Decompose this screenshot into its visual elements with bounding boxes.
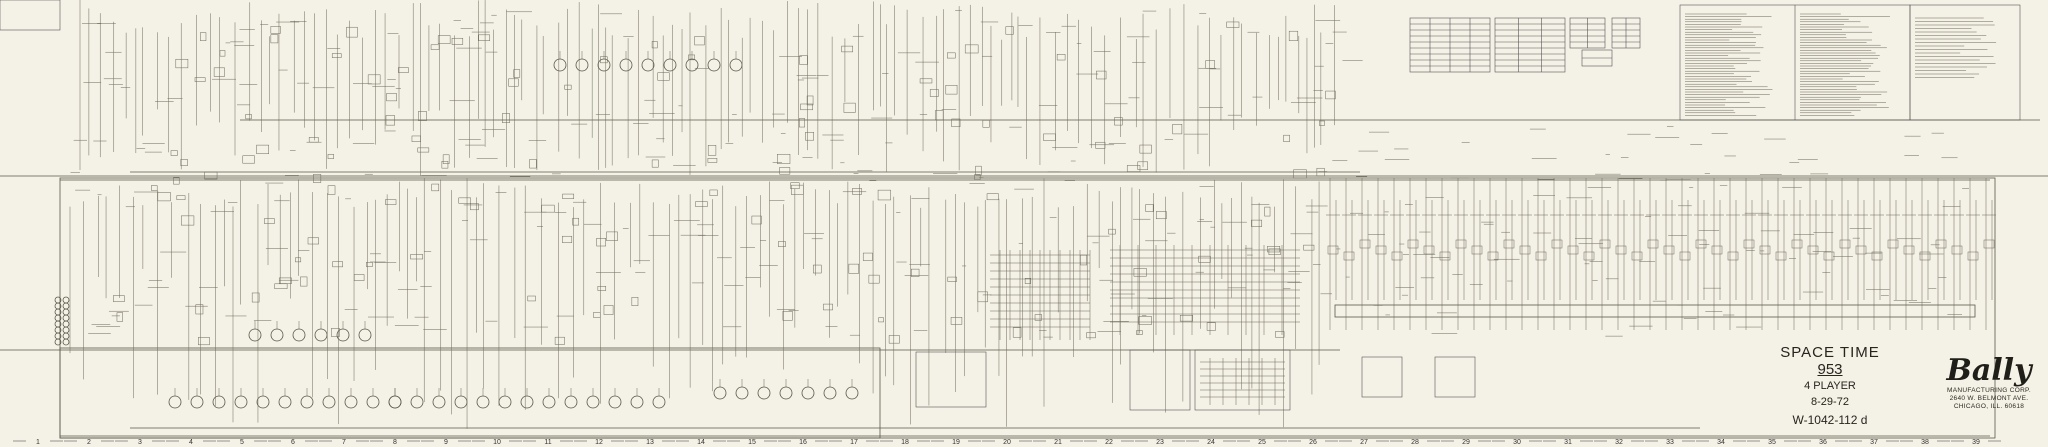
zone-number: 37 — [1870, 439, 1878, 446]
zone-number: 36 — [1819, 439, 1827, 446]
zone-number: 25 — [1258, 439, 1266, 446]
drawing-date: 8-29-72 — [1811, 396, 1849, 408]
zone-number: 13 — [646, 439, 654, 446]
zone-number: 19 — [952, 439, 960, 446]
zone-number: 23 — [1156, 439, 1164, 446]
zone-number: 24 — [1207, 439, 1215, 446]
zone-number: 27 — [1360, 439, 1368, 446]
zone-number: 28 — [1411, 439, 1419, 446]
manufacturer-city: CHICAGO, ILL. 60618 — [1953, 403, 2025, 410]
zone-number: 4 — [189, 439, 193, 446]
manufacturer-name: MANUFACTURING CORP. — [1947, 387, 2031, 394]
zone-number: 9 — [444, 439, 448, 446]
zone-number: 11 — [544, 439, 551, 446]
zone-number: 18 — [901, 439, 909, 446]
zone-number: 8 — [393, 439, 397, 446]
zone-number: 22 — [1105, 439, 1113, 446]
zone-number: 10 — [493, 439, 501, 446]
zone-number: 3 — [138, 439, 142, 446]
circuit-details — [69, 0, 1997, 429]
zone-number: 1 — [36, 439, 40, 446]
zone-number: 16 — [799, 439, 807, 446]
circuit-lines — [0, 58, 2048, 439]
zone-number: 30 — [1513, 439, 1521, 446]
zone-number: 32 — [1615, 439, 1623, 446]
drawing-number: W-1042-112 d — [1792, 413, 1868, 427]
zone-number: 7 — [342, 439, 346, 446]
zone-number: 39 — [1972, 439, 1980, 446]
title-block: SPACE TIME 953 4 PLAYER 8-29-72 W-1042-1… — [1700, 345, 1960, 430]
zone-number: 34 — [1717, 439, 1725, 446]
zone-number: 5 — [240, 439, 244, 446]
zone-number: 14 — [697, 439, 705, 446]
zone-number: 21 — [1054, 439, 1062, 446]
zone-number: 35 — [1768, 439, 1776, 446]
zone-number: 29 — [1462, 439, 1470, 446]
manufacturer-address: 2640 W. BELMONT AVE. — [1949, 395, 2029, 402]
zone-number: 6 — [291, 439, 295, 446]
zone-number: 17 — [850, 439, 858, 446]
bally-logo: Bally — [1946, 353, 2032, 388]
zone-number: 38 — [1921, 439, 1929, 446]
zone-number: 31 — [1564, 439, 1572, 446]
zone-number: 12 — [595, 439, 603, 446]
zone-number: 33 — [1666, 439, 1674, 446]
zone-number: 20 — [1003, 439, 1011, 446]
zone-number: 2 — [87, 439, 91, 446]
legend-tables — [0, 0, 2021, 411]
game-title: SPACE TIME — [1780, 344, 1880, 361]
zone-number: 26 — [1309, 439, 1317, 446]
manufacturer-block: Bally MANUFACTURING CORP. 2640 W. BELMON… — [1930, 355, 2048, 411]
game-number: 953 — [1817, 361, 1843, 378]
zone-number: 15 — [748, 439, 756, 446]
player-count: 4 PLAYER — [1804, 380, 1856, 392]
